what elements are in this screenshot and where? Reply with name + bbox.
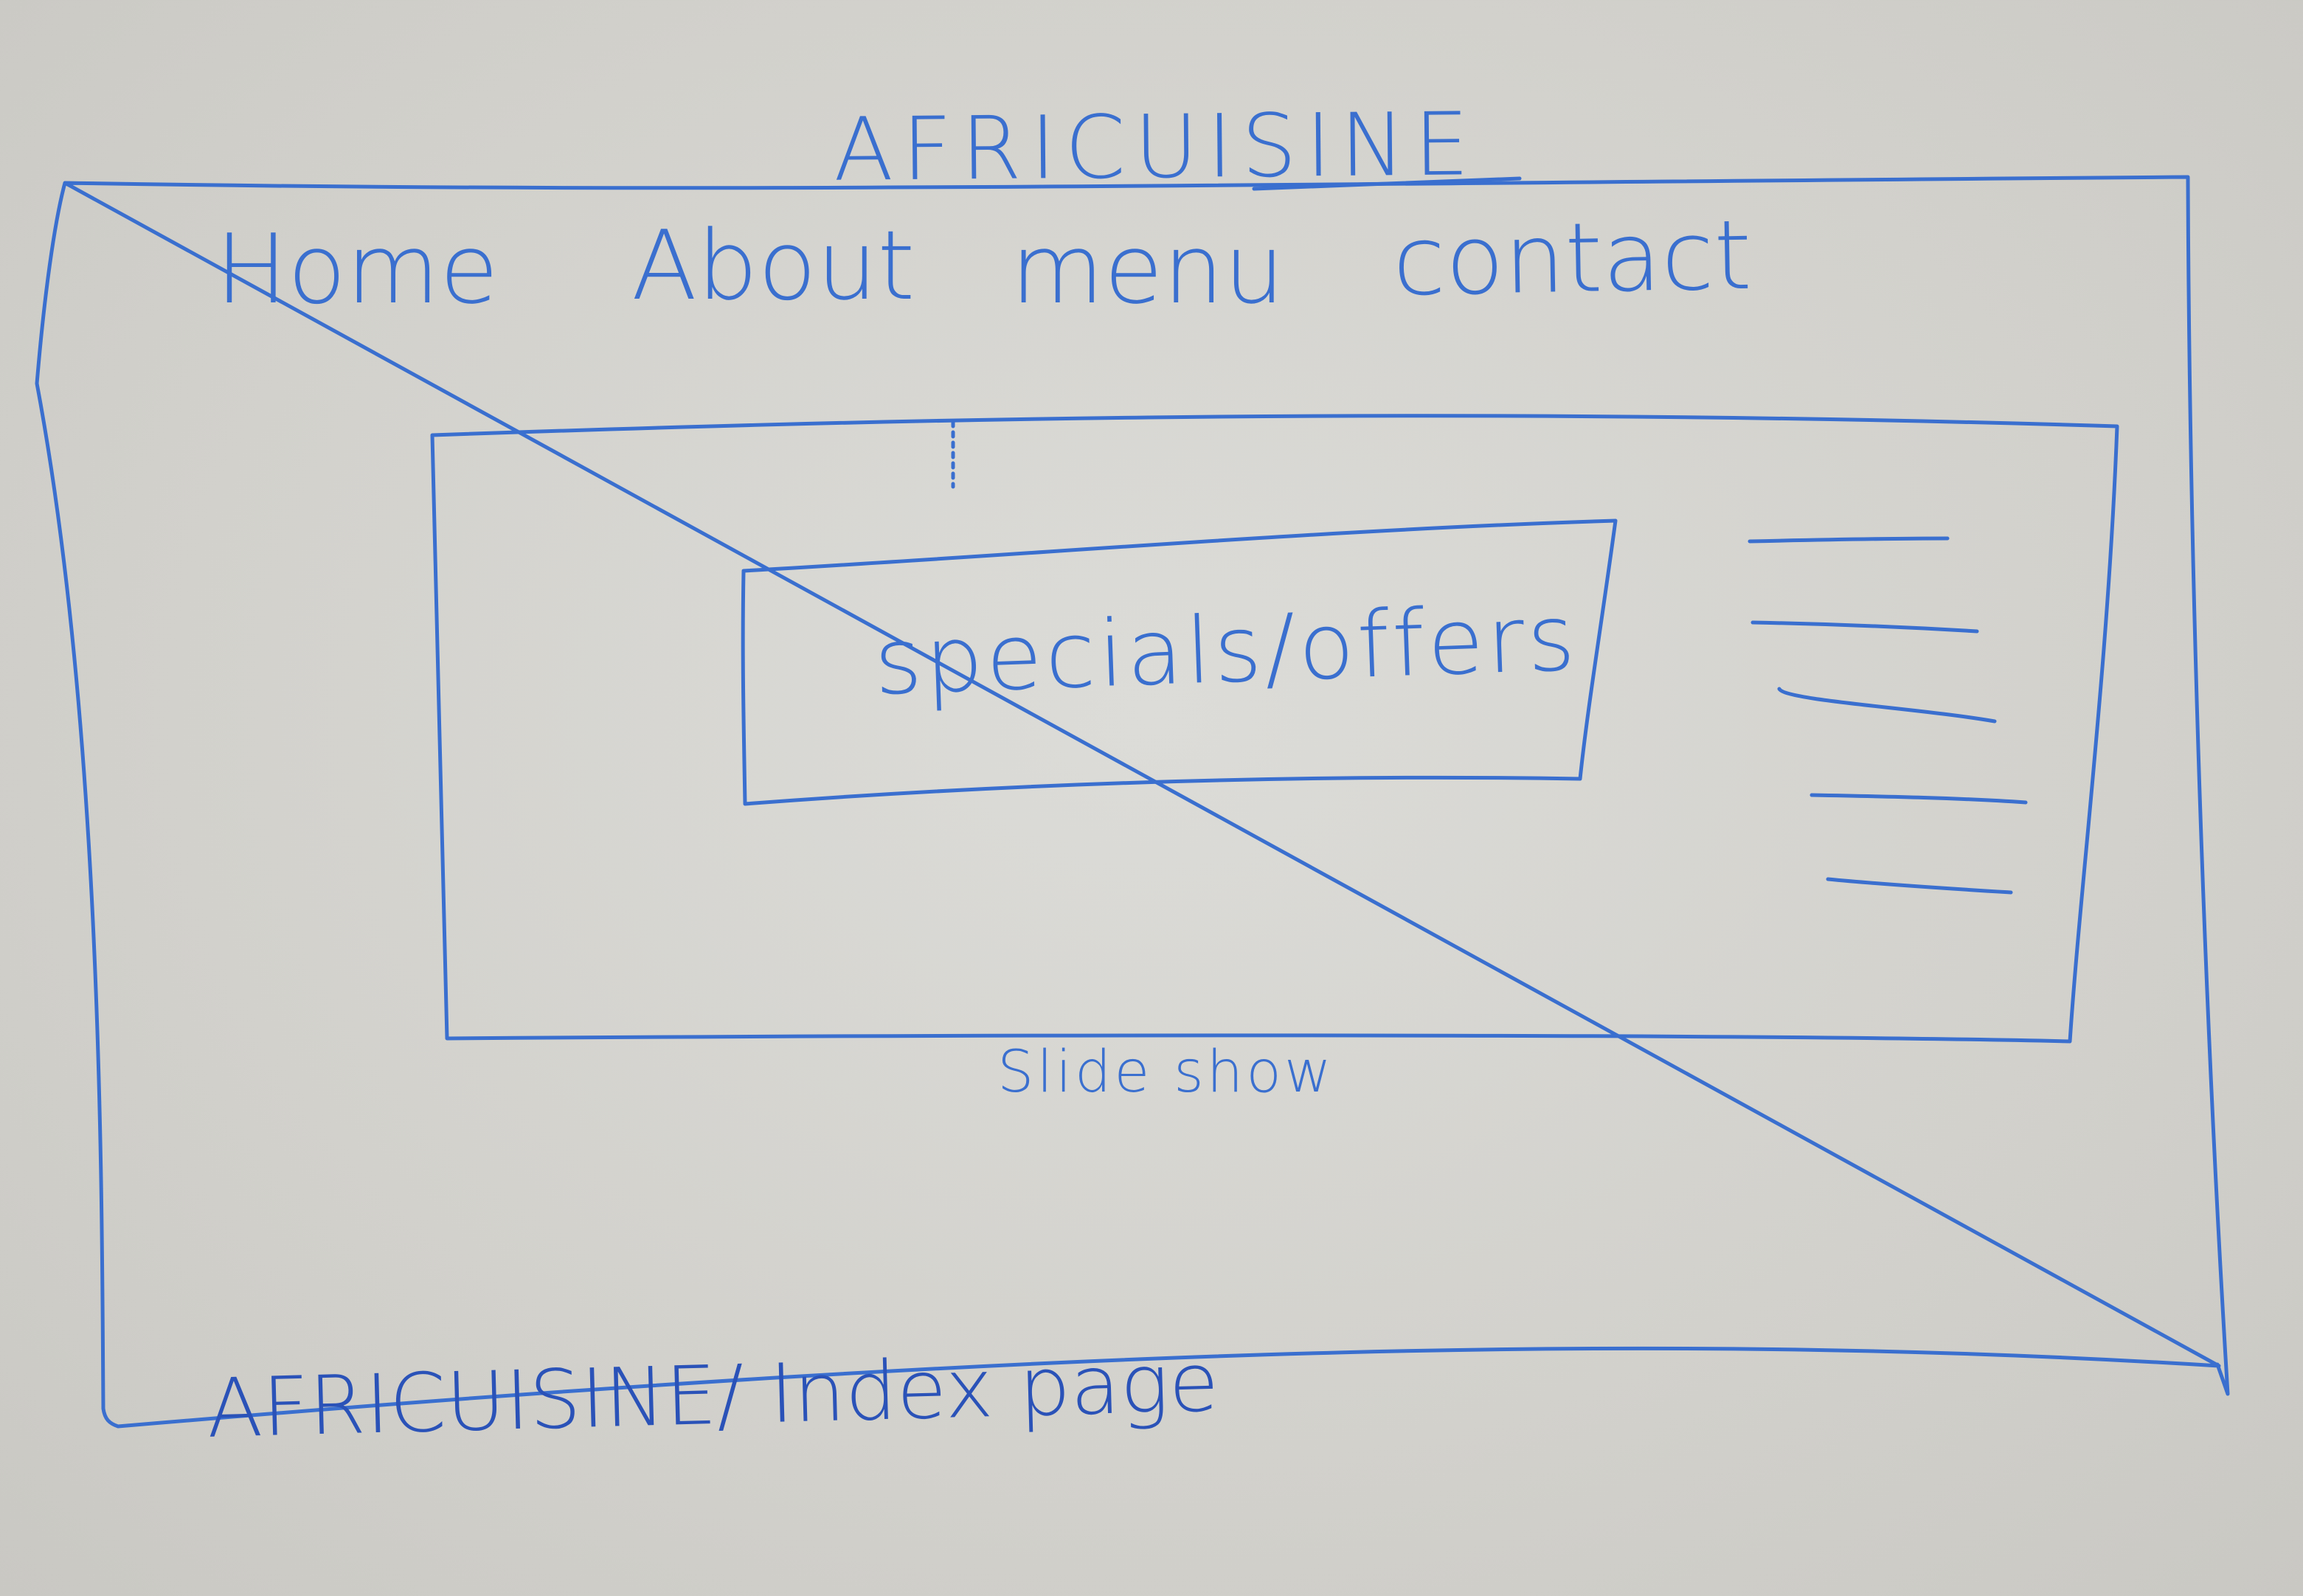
title-underline-stroke	[1252, 176, 1522, 191]
specials-box	[741, 518, 1618, 806]
slideshow-label: Slide show	[997, 1039, 1334, 1106]
slide-indicator-line-5	[1826, 877, 2013, 895]
specials-offers-label: specials/offers	[872, 585, 1580, 716]
slide-indicator-line-4	[1810, 793, 2028, 805]
slideshow-frame	[430, 414, 2119, 1044]
slide-indicator-line-1	[1748, 536, 1950, 544]
page-frame	[35, 175, 2230, 1429]
slide-indicator-line-2	[1750, 620, 1979, 634]
nav-item-contact[interactable]: contact	[1391, 198, 1753, 318]
nav-item-menu[interactable]: menu	[1011, 213, 1285, 325]
nav-item-home[interactable]: Home	[215, 213, 499, 325]
site-title: AFRICUISINE	[833, 93, 1479, 201]
nav-item-about[interactable]: About	[631, 209, 915, 322]
page-caption: AFRICUISINE/ Index page	[205, 1335, 1220, 1456]
slide-indicator-line-3	[1777, 687, 1997, 724]
